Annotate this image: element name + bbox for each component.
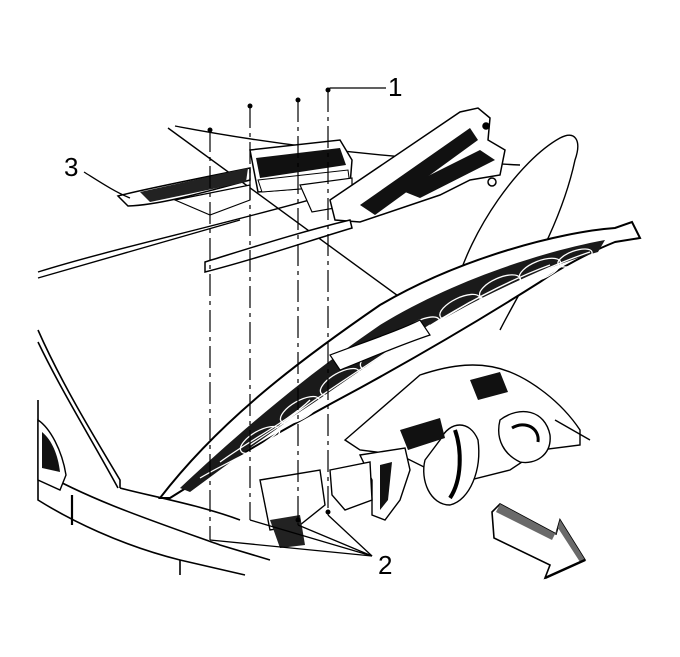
left-headlamp: [37, 418, 67, 491]
engine-compartment: [259, 364, 591, 548]
callout-1-label: 1: [388, 72, 402, 102]
callout-leaders: [83, 87, 386, 557]
callout-3-label: 3: [64, 152, 78, 182]
hood-seal-strip: [204, 219, 353, 273]
hood-insulator-panel: [157, 220, 642, 499]
hood-hinge-assembly: [329, 107, 506, 223]
fastener-pins: [207, 87, 331, 523]
cowl-vent-panel: [116, 139, 353, 216]
fastener-leader-lines: [209, 90, 329, 540]
callout-2-label: 2: [378, 550, 392, 580]
front-direction-arrow-icon: [491, 503, 587, 580]
